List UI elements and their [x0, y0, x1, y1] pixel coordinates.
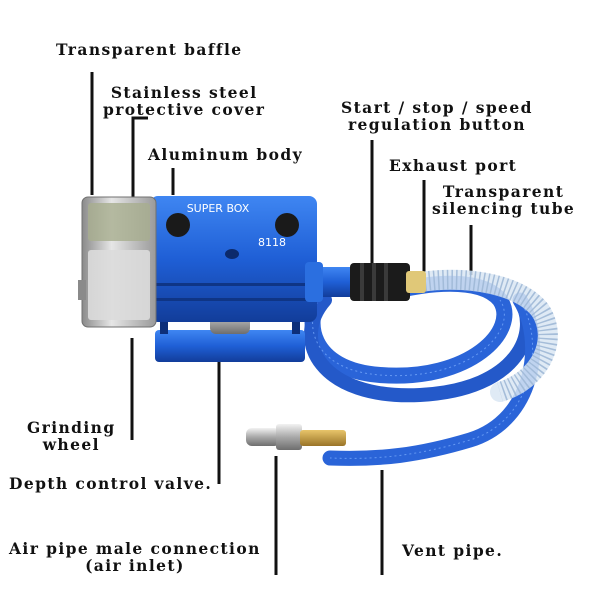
label-vent-pipe: Vent pipe.: [402, 541, 504, 560]
label-air-inlet-line1: Air pipe male connection: [9, 539, 261, 558]
model-text: 8118: [258, 236, 286, 249]
brand-text: SUPER BOX: [187, 202, 250, 215]
leader-cover: [131, 116, 148, 200]
exhaust-connector: [315, 263, 426, 301]
label-button-line1: Start / stop / speed: [341, 98, 533, 117]
label-silencing-tube: Transparent silencing tube: [432, 183, 575, 217]
label-button: Start / stop / speed regulation button: [341, 99, 533, 133]
label-protective-cover: Stainless steel protective cover: [103, 84, 265, 118]
label-grinding-wheel-line1: Grinding: [27, 418, 116, 437]
label-silencing-tube-line1: Transparent: [442, 182, 565, 201]
air-inlet-fitting: [246, 424, 346, 450]
label-exhaust-port: Exhaust port: [389, 156, 518, 175]
label-protective-cover-line2: protective cover: [103, 100, 266, 119]
aluminum-body: SUPER BOX 8118: [150, 196, 323, 322]
label-button-line2: regulation button: [347, 115, 526, 134]
label-air-inlet-line2: (air inlet): [85, 556, 185, 575]
label-protective-cover-line1: Stainless steel: [110, 83, 258, 102]
label-grinding-wheel: Grinding wheel: [27, 419, 116, 453]
label-aluminum-body: Aluminum body: [148, 145, 304, 164]
label-air-inlet: Air pipe male connection (air inlet): [9, 540, 261, 574]
silencing-tube: [410, 269, 558, 402]
protective-cover: [78, 196, 157, 328]
label-grinding-wheel-line2: wheel: [42, 435, 100, 454]
label-silencing-tube-line2: silencing tube: [432, 199, 576, 218]
leader-lines: [90, 72, 473, 575]
hose-ribs: [312, 289, 533, 459]
label-transparent-baffle: Transparent baffle: [56, 40, 243, 59]
label-depth-control-valve: Depth control valve.: [9, 474, 213, 493]
